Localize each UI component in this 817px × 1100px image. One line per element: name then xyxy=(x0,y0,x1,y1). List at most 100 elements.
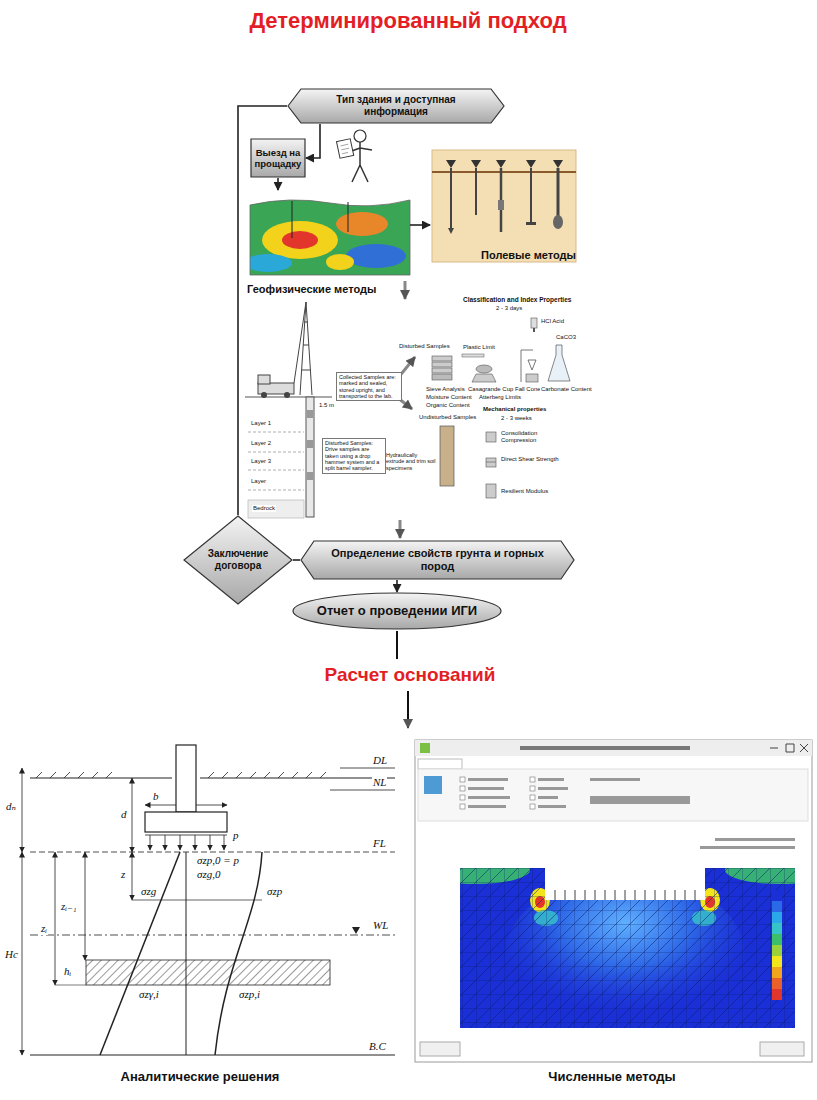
dimension-label: zᵢ xyxy=(40,922,48,935)
dimension-label: b xyxy=(152,790,160,803)
process-box-outline xyxy=(251,139,305,177)
flow-connector xyxy=(277,178,279,190)
geophysics-image xyxy=(282,231,318,249)
test-label: Casagrande Cup xyxy=(467,386,514,393)
analytic-scheme xyxy=(165,835,166,850)
person-figure xyxy=(336,130,372,182)
field-methods-image xyxy=(471,160,481,168)
test-label: Direct Shear Strength xyxy=(500,456,564,463)
software-screenshot xyxy=(460,777,535,809)
field-methods-image xyxy=(446,160,456,168)
geophysics-image xyxy=(244,195,410,275)
drilling-illustration xyxy=(486,458,496,467)
software-screenshot xyxy=(415,740,817,1062)
drilling-illustration xyxy=(432,368,452,373)
dimension-label: dₙ xyxy=(5,800,17,813)
level-label: FL xyxy=(372,837,387,850)
layer-label: Bedrock xyxy=(252,505,276,512)
analytic-scheme xyxy=(22,745,395,1055)
drilling-illustration xyxy=(261,392,267,398)
software-screenshot xyxy=(772,912,782,923)
layer-label: Layer xyxy=(250,478,267,485)
test-label: Carbonate Content xyxy=(540,386,593,393)
analytic-scheme xyxy=(22,768,23,852)
field-methods-image xyxy=(450,168,452,228)
software-screenshot xyxy=(460,868,795,1028)
geophysics-image xyxy=(348,202,349,232)
person-figure xyxy=(354,130,366,142)
geophysics-image xyxy=(244,195,410,275)
analytic-scheme xyxy=(215,852,262,1055)
decision-diamond: Заключение договора xyxy=(183,515,293,605)
flow-connector xyxy=(410,224,430,226)
reagent-label: CaCO3 xyxy=(555,334,577,341)
field-methods-image xyxy=(553,215,563,229)
geophysics-image xyxy=(346,244,406,268)
drilling-illustration xyxy=(548,345,570,381)
level-label: NL xyxy=(372,776,387,789)
dimension-label: 1.5 m xyxy=(318,402,335,409)
dimension-label: hᵢ xyxy=(63,965,72,978)
analytic-scheme xyxy=(30,935,395,936)
drilling-illustration xyxy=(248,432,304,490)
picture-caption: Полевые методы xyxy=(481,249,576,262)
drilling-illustration xyxy=(307,440,313,448)
software-screenshot xyxy=(590,796,690,804)
software-screenshot xyxy=(772,989,782,1000)
drilling-illustration xyxy=(533,328,535,332)
software-screenshot xyxy=(772,901,782,912)
drilling-illustration xyxy=(432,374,452,380)
drilling-illustration xyxy=(472,374,496,382)
analytic-scheme xyxy=(150,835,224,850)
analytic-scheme xyxy=(55,985,86,986)
drilling-illustration xyxy=(432,356,452,361)
stress-label: σzg,0 xyxy=(196,868,221,881)
drilling-illustration xyxy=(248,432,304,433)
software-screenshot xyxy=(590,778,640,781)
analytic-scheme xyxy=(30,777,172,778)
drilling-illustration xyxy=(248,470,304,471)
terminal-oval: Отчет о проведении ИГИ xyxy=(292,592,502,630)
test-label: Fall Cone xyxy=(514,386,542,393)
software-screenshot xyxy=(772,934,782,945)
analytic-scheme xyxy=(22,852,23,1055)
software-screenshot xyxy=(468,778,508,781)
software-screenshot xyxy=(418,759,462,769)
dimension-label: z xyxy=(120,868,126,881)
software-screenshot xyxy=(538,787,568,790)
software-screenshot xyxy=(538,796,558,799)
software-screenshot xyxy=(468,796,510,799)
software-screenshot xyxy=(772,956,782,967)
picture-caption: Геофизические методы xyxy=(247,283,376,296)
software-screenshot xyxy=(530,804,535,809)
start-hexagon: Тип здания и доступная информация xyxy=(287,88,505,124)
picture-caption: Численные методы xyxy=(547,1070,676,1085)
software-screenshot xyxy=(468,778,795,849)
software-screenshot xyxy=(760,1042,804,1056)
geophysics-image xyxy=(250,200,410,275)
drilling-illustration xyxy=(306,397,314,517)
software-screenshot xyxy=(420,856,817,1035)
software-screenshot xyxy=(700,846,795,849)
geophysics-image xyxy=(326,254,354,270)
lab-heading: Mechanical properties xyxy=(482,406,547,413)
analytic-scheme xyxy=(186,852,187,1055)
picture-caption: Аналитические решения xyxy=(120,1070,281,1085)
person-figure xyxy=(340,144,349,153)
process-hexagon: Определение свойств грунта и горных поро… xyxy=(300,540,575,580)
field-methods-image xyxy=(475,168,477,215)
node-text: Заключение договора xyxy=(204,548,272,572)
drilling-illustration xyxy=(248,500,304,518)
dimension-label: zᵢ₋₁ xyxy=(60,900,78,913)
geophysics-image xyxy=(336,212,388,236)
drilling-illustration xyxy=(462,354,484,357)
level-label: DL xyxy=(372,754,388,767)
drilling-illustration xyxy=(526,374,538,382)
picture-node: Полевые методы xyxy=(430,148,578,264)
flow-connector xyxy=(396,580,398,592)
drilling-illustration xyxy=(486,432,496,442)
note-box: Collected Samples are: marked and sealed… xyxy=(336,372,402,401)
drilling-illustration xyxy=(245,302,570,518)
process-hexagon-outline xyxy=(301,541,574,579)
field-methods-image xyxy=(553,160,563,168)
